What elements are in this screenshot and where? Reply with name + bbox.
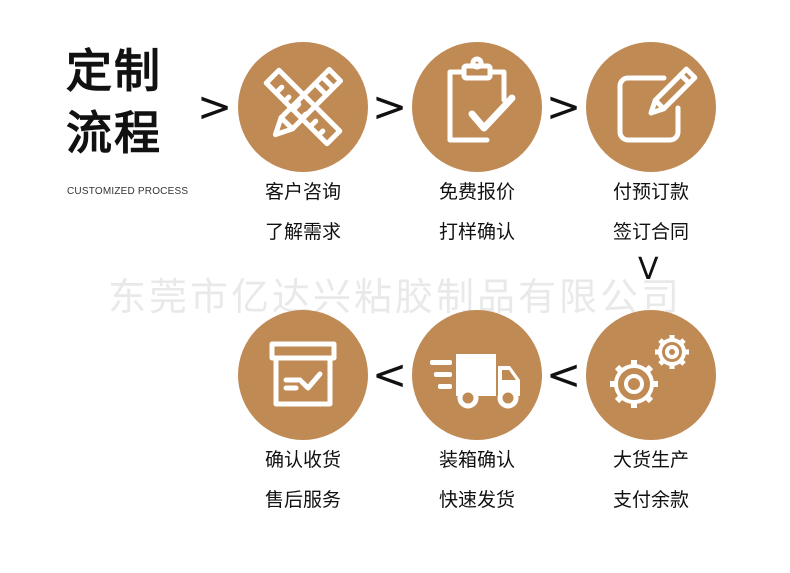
step-1-label: 客户咨询 了解需求 — [228, 172, 378, 252]
step-4-line-1: 大货生产 — [612, 449, 689, 471]
step-2-circle — [412, 42, 542, 172]
edit-document-icon — [617, 66, 698, 143]
ruler-pencil-icon — [263, 67, 343, 147]
arrow-right-3: > — [546, 82, 582, 131]
step-3-line-2: 签订合同 — [612, 221, 689, 243]
step-1-circle — [238, 42, 368, 172]
step-2-label: 免费报价 打样确认 — [402, 172, 552, 252]
clipboard-check-icon — [447, 56, 516, 143]
arrow-right-1: > — [197, 82, 233, 131]
step-5-line-2: 快速发货 — [438, 489, 515, 511]
gears-icon — [610, 335, 689, 408]
step-5-line-1: 装箱确认 — [438, 449, 515, 471]
step-5-circle — [412, 310, 542, 440]
step-2-line-1: 免费报价 — [438, 181, 515, 203]
step-5-label: 装箱确认 快速发货 — [402, 440, 552, 520]
step-6-line-1: 确认收货 — [264, 449, 341, 471]
title-line-1: 定制 — [66, 44, 162, 98]
package-box-icon — [269, 341, 337, 407]
step-3-line-1: 付预订款 — [612, 181, 689, 203]
arrow-left-2: < — [372, 350, 408, 399]
step-4-circle — [586, 310, 716, 440]
page-subtitle: CUSTOMIZED PROCESS — [67, 186, 189, 197]
step-1-line-1: 客户咨询 — [264, 181, 341, 203]
delivery-truck-icon — [430, 354, 520, 409]
step-1-line-2: 了解需求 — [264, 221, 341, 243]
step-3-label: 付预订款 签订合同 — [576, 172, 726, 252]
step-3-circle — [586, 42, 716, 172]
step-6-circle — [238, 310, 368, 440]
step-6-label: 确认收货 售后服务 — [228, 440, 378, 520]
arrow-down: V — [638, 252, 659, 287]
step-4-line-2: 支付余款 — [612, 489, 689, 511]
step-6-line-2: 售后服务 — [264, 489, 341, 511]
title-line-2: 流程 — [66, 106, 162, 160]
arrow-left-1: < — [546, 350, 582, 399]
page-title: 定制 流程 — [66, 40, 162, 164]
arrow-right-2: > — [372, 82, 408, 131]
step-4-label: 大货生产 支付余款 — [576, 440, 726, 520]
step-2-line-2: 打样确认 — [438, 221, 515, 243]
